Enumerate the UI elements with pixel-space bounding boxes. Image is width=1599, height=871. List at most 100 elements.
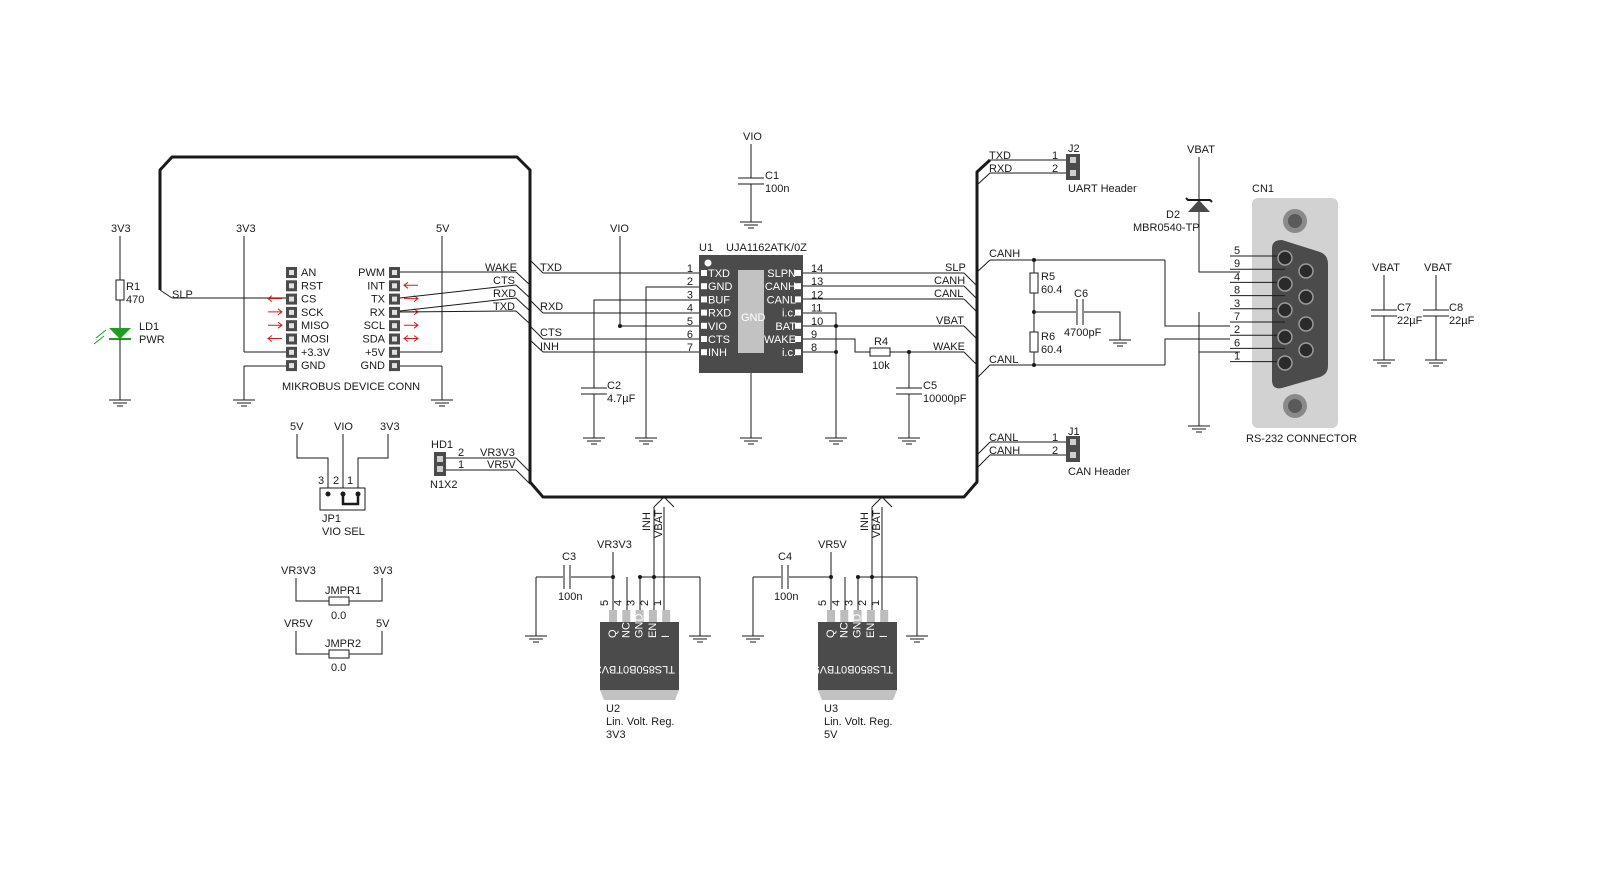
d2-rail-label: VBAT <box>1187 144 1215 156</box>
u1-right-pin-number: 8 <box>811 342 817 354</box>
j1-pin-2: 2 <box>1052 445 1058 457</box>
jp1-ref: JP1 <box>322 513 341 525</box>
c5-val: 10000pF <box>923 393 967 405</box>
hd1-net-vr3v3: VR3V3 <box>480 447 515 459</box>
u1-net-vbat: VBAT <box>936 315 964 327</box>
c6-ref: C6 <box>1074 288 1088 300</box>
u1-left-pin-number: 7 <box>687 342 693 354</box>
mikrobus-right-pin: +5V <box>365 347 386 359</box>
reg-pin-name: Q <box>607 629 619 638</box>
j1-pin-1: 1 <box>1052 432 1058 444</box>
c8-capacitor: VBAT C8 22µF <box>1422 262 1475 367</box>
u3-val: Lin. Volt. Reg. <box>824 716 893 728</box>
cn1-pin-number: 3 <box>1234 298 1240 310</box>
u1-left-pin-name: CTS <box>708 334 730 346</box>
c2-ref: C2 <box>607 380 621 392</box>
reg-pin-name: EN <box>647 623 659 638</box>
reg-pin-number: 4 <box>830 600 842 606</box>
reg-pin-number: 5 <box>599 600 611 606</box>
j2-val: UART Header <box>1068 183 1137 195</box>
u1-left-pin-name: VIO <box>708 321 727 333</box>
u1-transceiver: U1 UJA1162ATK/0Z GND TXD1GND2BUF3RXD4VIO… <box>687 242 823 373</box>
c8-ref: C8 <box>1449 302 1463 314</box>
jp1-mid-label: VIO <box>334 421 353 433</box>
jp1-pin-3: 3 <box>318 475 324 487</box>
jmpr1-right-label: 3V3 <box>373 565 393 577</box>
u2-net-vbat: VBAT <box>653 510 665 538</box>
bus-line <box>158 155 992 499</box>
cn1-pin-number: 7 <box>1234 311 1240 323</box>
c4-val: 100n <box>774 591 798 603</box>
u1-right-pin-number: 11 <box>811 303 822 315</box>
jp1-pin-2: 2 <box>333 475 339 487</box>
mikrobus-right-pin: RX <box>370 307 386 319</box>
led-branch: 3V3 R1 470 LD1 PWR <box>93 223 165 407</box>
vio-u1-label: VIO <box>610 223 629 235</box>
c7-val: 22µF <box>1397 315 1423 327</box>
j2-net-rxd: RXD <box>989 163 1012 175</box>
d2-diode-icon <box>1188 200 1210 212</box>
mikrobus-right-pin: INT <box>367 280 385 292</box>
r1-ref: R1 <box>126 281 140 293</box>
mikrobus-right-pin: TX <box>371 294 386 306</box>
mikrobus-left-pin: RST <box>301 280 323 292</box>
reg-pin-number: 5 <box>817 600 829 606</box>
c1-val: 100n <box>765 183 789 195</box>
u2-ref: U2 <box>606 703 620 715</box>
u3-marking: TLS850B0TBV50 <box>807 663 893 675</box>
reg-pin-number: 2 <box>639 600 651 606</box>
j1-net-canh: CANH <box>989 445 1020 457</box>
u1-left-pin-number: 5 <box>687 316 693 328</box>
u1-net-cts: CTS <box>540 327 562 339</box>
hd1-val: N1X2 <box>430 479 458 491</box>
c1-ref: C1 <box>765 170 779 182</box>
j2-net-txd: TXD <box>989 150 1011 162</box>
cn1-ref: CN1 <box>1252 183 1274 195</box>
u1-gnd-pad: GND <box>741 312 766 324</box>
u1-right-pin-name: SLPN <box>767 268 796 280</box>
u1-right-pin-name: BAT <box>775 321 796 333</box>
reg-pin-number: 3 <box>844 600 856 606</box>
u1-right-pin-name: i.c. <box>782 347 796 359</box>
c7-rail-label: VBAT <box>1372 262 1400 274</box>
reg-pin-name: GND <box>634 614 646 639</box>
u1-right-pin-number: 14 <box>811 263 823 275</box>
jmpr2-resistor: VR5V 5V JMPR2 0.0 <box>284 618 390 674</box>
mikrobus-left-pin: +3.3V <box>301 347 331 359</box>
jmpr1-ref: JMPR1 <box>325 585 361 597</box>
led-rail-label: 3V3 <box>111 223 131 235</box>
u1-left-pin-number: 3 <box>687 289 693 301</box>
reg-pin-name: I <box>660 635 672 638</box>
u1-right-pin-number: 10 <box>811 316 823 328</box>
c6-val: 4700pF <box>1064 327 1102 339</box>
reg-pin-name: I <box>878 635 890 638</box>
u1-ref: U1 <box>699 242 713 254</box>
canl-net-label: CANL <box>989 354 1018 366</box>
r4-ref: R4 <box>874 336 888 348</box>
cn1-pin-number: 6 <box>1234 337 1240 349</box>
mikrobus-left-pin: AN <box>301 267 316 279</box>
u1-net-txd: TXD <box>540 262 562 274</box>
jp1-jumper: 5V VIO 3V3 3 2 1 JP1 VIO SEL <box>290 421 400 538</box>
u1-net-inh: INH <box>540 341 559 353</box>
d2-ref: D2 <box>1166 209 1180 221</box>
mikrobus-left-rail: 3V3 <box>236 223 256 235</box>
c3-ref: C3 <box>562 551 576 563</box>
can-termination: CANH CANL R5 60.4 R6 60.4 C6 4700pF <box>976 248 1230 379</box>
mikrobus-left-pin: GND <box>301 360 326 372</box>
u1-left-pin-name: GND <box>708 281 733 293</box>
u1-left-pin-number: 4 <box>687 303 693 315</box>
u1-right-pin-number: 9 <box>811 329 817 341</box>
u2-net-inh: INH <box>641 512 653 531</box>
u1-left-pin-name: BUF <box>708 294 730 306</box>
reg-pin-name: NC <box>838 622 850 638</box>
u1-left-pin-number: 2 <box>687 276 693 288</box>
jmpr2-left-label: VR5V <box>284 618 313 630</box>
net-cts-label: CTS <box>493 275 515 287</box>
u3-net-vbat: VBAT <box>871 510 883 538</box>
c2-val: 4.7µF <box>607 393 636 405</box>
u2-val: Lin. Volt. Reg. <box>606 716 675 728</box>
r6-val: 60.4 <box>1041 344 1062 356</box>
